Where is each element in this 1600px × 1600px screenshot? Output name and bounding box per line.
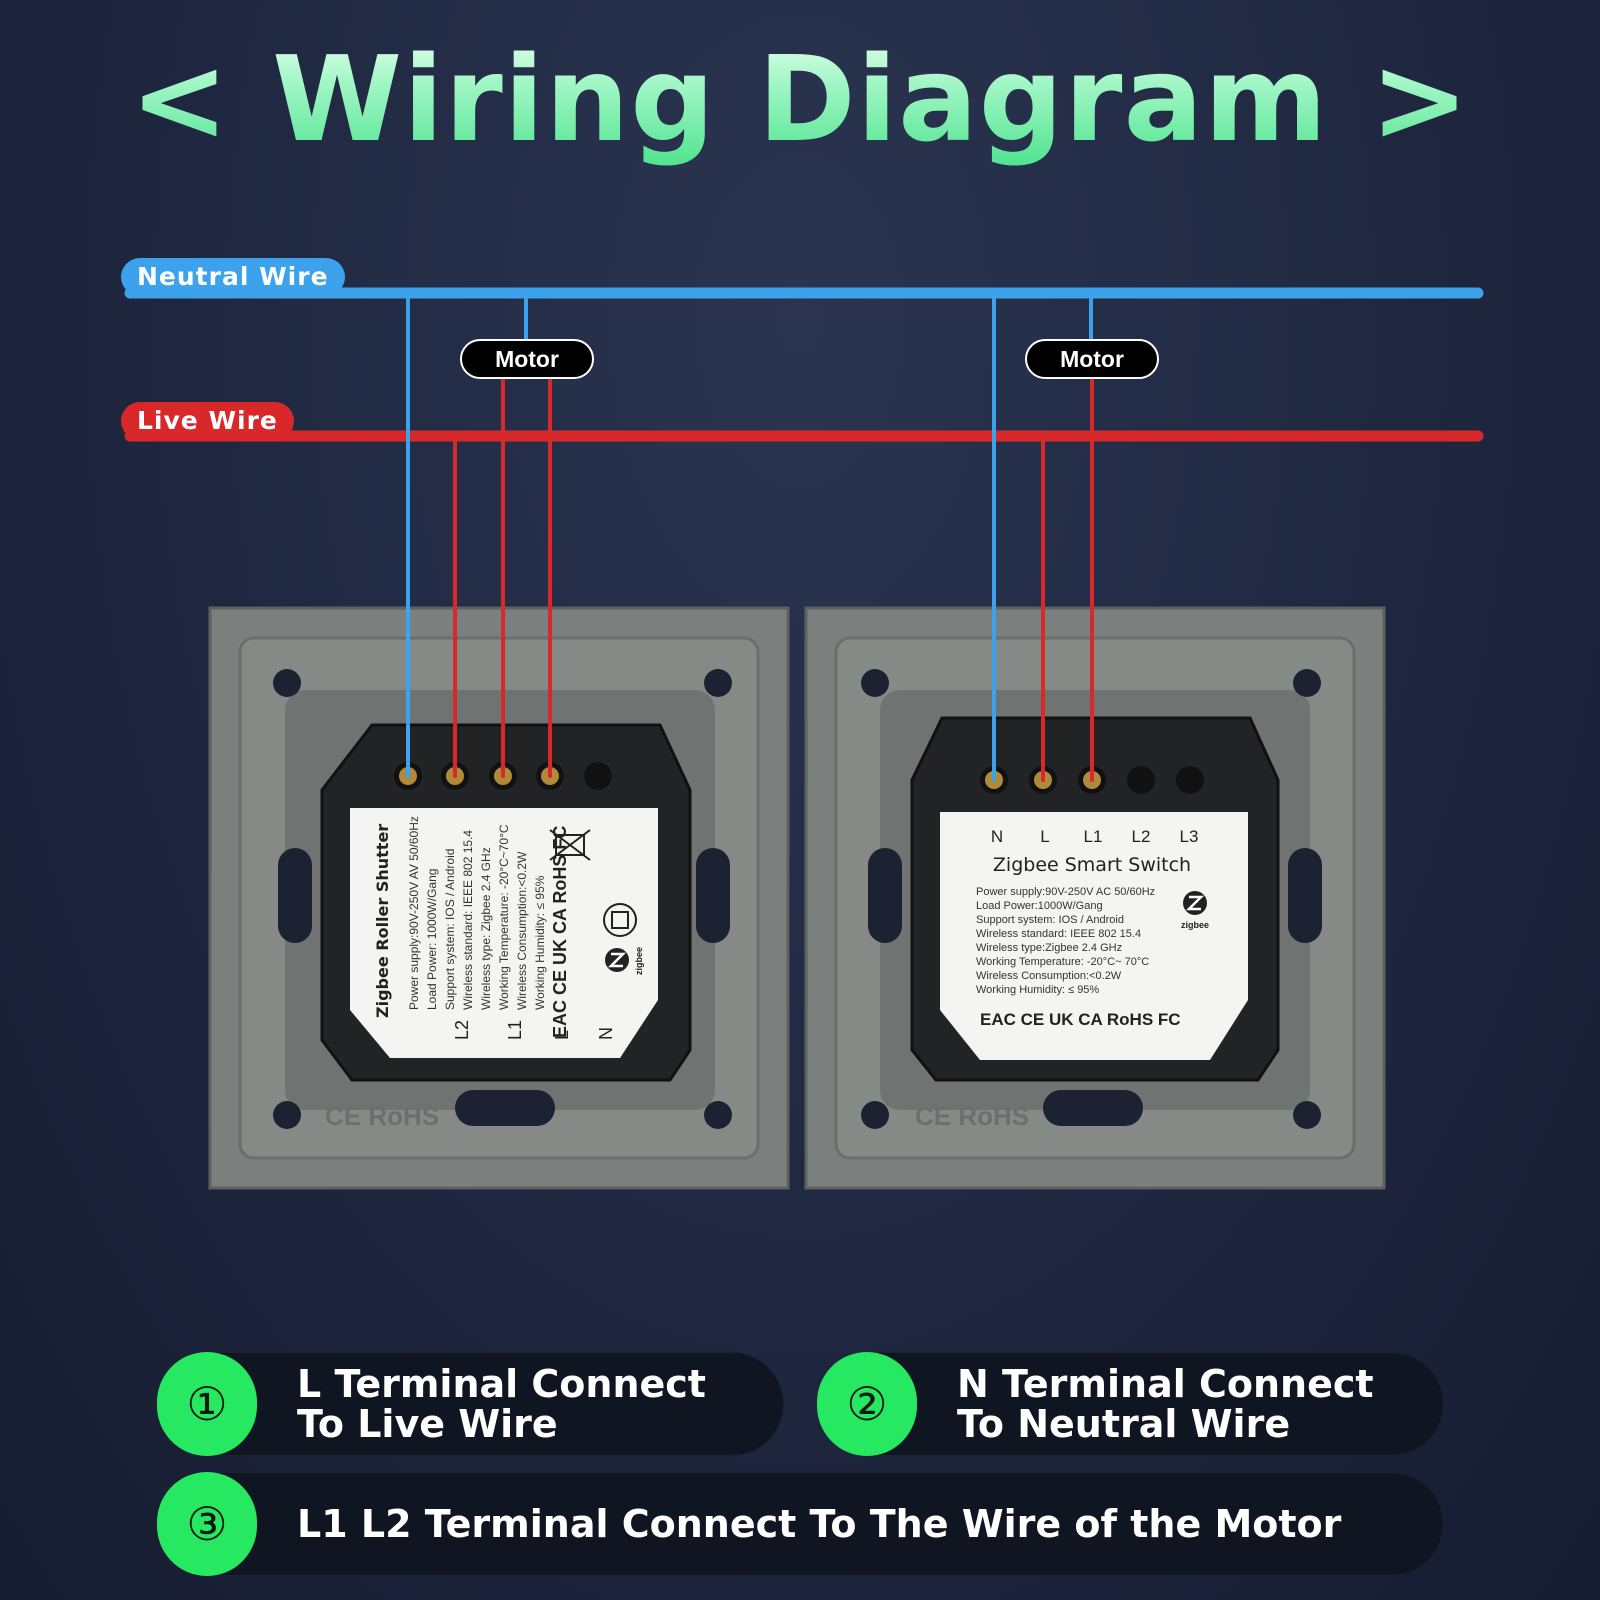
- shutter-spec: Support system: IOS / Android: [443, 849, 457, 1010]
- instruction-text-1: L Terminal Connect To Live Wire: [297, 1362, 706, 1446]
- shutter-terminal-label: L2: [452, 1020, 472, 1040]
- shutter-terminal-label: N: [596, 1027, 616, 1040]
- switch-spec: Wireless standard: IEEE 802 15.4: [976, 928, 1141, 940]
- step-badge-3: ③: [157, 1472, 257, 1576]
- frame-mark-right: CE RoHS: [915, 1101, 1029, 1131]
- switch-spec: Power supply:90V-250V AC 50/60Hz: [976, 886, 1155, 898]
- weee-bin-icon: [549, 829, 591, 861]
- instruction-text-2: N Terminal Connect To Neutral Wire: [957, 1362, 1374, 1446]
- shutter-spec: Working Temperature: -20°C~70°C: [497, 824, 511, 1010]
- instruction-text-3: L1 L2 Terminal Connect To The Wire of th…: [297, 1502, 1342, 1546]
- instruction-row-2: ② N Terminal Connect To Neutral Wire: [817, 1352, 1444, 1456]
- switch-terminal-label: L1: [1084, 827, 1103, 846]
- switch-terminal-label: L: [1040, 827, 1049, 846]
- shutter-brand: zigbee: [634, 947, 644, 975]
- switch-terminal-label: N: [991, 827, 1003, 846]
- shutter-spec: Power supply:90V-250V AV 50/60Hz: [407, 816, 421, 1010]
- shutter-spec: Wireless Consumption:<0.2W: [515, 851, 529, 1010]
- switch-spec: Wireless Consumption:<0.2W: [976, 970, 1122, 982]
- shutter-terminal-label: L1: [505, 1020, 525, 1040]
- indoor-use-icon: [603, 903, 637, 937]
- instruction-row-1: ① L Terminal Connect To Live Wire: [157, 1352, 784, 1456]
- shutter-module-name: Zigbee Roller Shutter: [373, 824, 392, 1018]
- switch-terminal-label: L2: [1132, 827, 1151, 846]
- switch-brand: zigbee: [1181, 920, 1209, 930]
- switch-module-name: Zigbee Smart Switch: [993, 854, 1191, 876]
- step-badge-1: ①: [157, 1352, 257, 1456]
- zigbee-logo-icon: [1183, 891, 1207, 915]
- motor-label-2: Motor: [1025, 339, 1159, 379]
- wires-layer: [124, 287, 1484, 782]
- shutter-module: Zigbee Roller Shutter Power supply:90V-2…: [320, 723, 692, 1082]
- zigbee-logo-icon: [605, 948, 629, 972]
- shutter-spec: Load Power: 1000W/Gang: [425, 869, 439, 1010]
- switch-module: N L L1 L2 L3 Zigbee Smart Switch Power s…: [910, 716, 1280, 1082]
- motor-label-1: Motor: [460, 339, 594, 379]
- shutter-certs: EAC CE UK CA RoHS FC: [550, 826, 570, 1038]
- instruction-row-3: ③ L1 L2 Terminal Connect To The Wire of …: [157, 1472, 1444, 1576]
- switch-spec: Support system: IOS / Android: [976, 914, 1124, 926]
- step-badge-2: ②: [817, 1352, 917, 1456]
- switch-spec: Wireless type:Zigbee 2.4 GHz: [976, 942, 1122, 954]
- shutter-spec: Wireless standard: IEEE 802 15.4: [461, 830, 475, 1010]
- switch-spec: Working Temperature: -20°C~ 70°C: [976, 956, 1149, 968]
- shutter-spec: Wireless type: Zigbee 2.4 GHz: [479, 847, 493, 1010]
- frame-mark-left: CE RoHS: [325, 1101, 439, 1131]
- live-wire-label: Live Wire: [121, 402, 294, 440]
- switch-spec: Working Humidity: ≤ 95%: [976, 984, 1099, 996]
- shutter-terminal-label: L: [552, 1030, 572, 1040]
- switch-certs: EAC CE UK CA RoHS FC: [980, 1010, 1181, 1029]
- page-title: < Wiring Diagram >: [0, 30, 1600, 168]
- switch-terminal-label: L3: [1180, 827, 1199, 846]
- neutral-wire-label: Neutral Wire: [121, 258, 345, 296]
- switch-spec: Load Power:1000W/Gang: [976, 900, 1103, 912]
- shutter-spec: Working Humidity: ≤ 95%: [533, 875, 547, 1010]
